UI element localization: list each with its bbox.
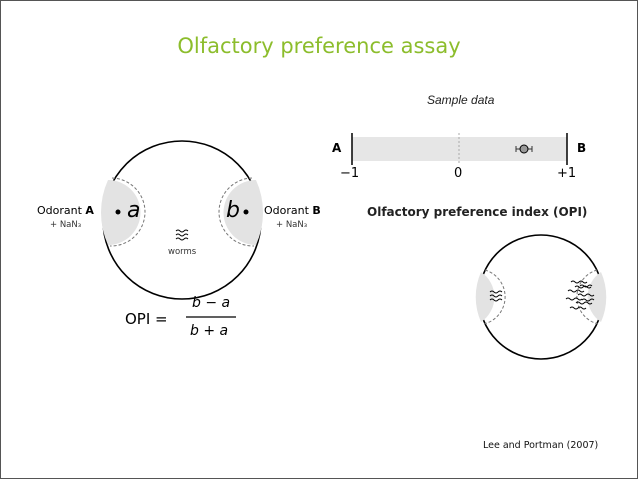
odorant-b-label: Odorant B bbox=[264, 204, 321, 217]
formula-denominator: b + a bbox=[190, 323, 229, 339]
opi-data-marks bbox=[515, 144, 533, 154]
opi-bar bbox=[351, 133, 568, 165]
worms-label: worms bbox=[168, 247, 197, 257]
worms-icon bbox=[175, 229, 189, 241]
page-title: Olfactory preference assay bbox=[177, 34, 461, 58]
axis-end-b: B bbox=[577, 141, 587, 155]
worms-few-icon bbox=[489, 290, 503, 302]
sample-data-heading: Sample data bbox=[427, 93, 495, 107]
data-point-0 bbox=[519, 144, 529, 154]
odorant-b-letter: B bbox=[312, 204, 321, 217]
tick-label-min: −1 bbox=[340, 166, 360, 181]
odorant-a-letter: A bbox=[85, 204, 94, 217]
right-zone-b bbox=[587, 272, 607, 322]
odorant-b-additive: + NaN₃ bbox=[276, 220, 308, 230]
zone-b-letter: b bbox=[226, 198, 240, 223]
left-plate bbox=[101, 140, 263, 300]
right-zone-a-edge bbox=[483, 269, 506, 325]
odorant-a-prefix: Odorant bbox=[37, 204, 86, 217]
right-zone-a bbox=[475, 272, 495, 322]
formula-numerator: b − a bbox=[192, 295, 231, 311]
tick-label-max: +1 bbox=[557, 166, 577, 181]
odorant-a-additive: + NaN₃ bbox=[50, 220, 82, 230]
zone-b bbox=[223, 180, 263, 245]
axis-label: Olfactory preference index (OPI) bbox=[367, 205, 588, 219]
formula-lhs: OPI = bbox=[125, 310, 168, 328]
zone-a-edge bbox=[109, 177, 146, 247]
right-plate bbox=[475, 234, 607, 360]
worms-many-icon bbox=[565, 280, 595, 310]
tick-label-zero: 0 bbox=[454, 166, 463, 181]
zone-b-edge bbox=[218, 177, 255, 247]
spot-b bbox=[243, 209, 249, 215]
right-plate-circle bbox=[478, 234, 604, 360]
right-zone-b-edge bbox=[576, 269, 599, 325]
odorant-a-label: Odorant A bbox=[37, 204, 94, 217]
odorant-b-prefix: Odorant bbox=[264, 204, 313, 217]
zone-a bbox=[101, 180, 141, 245]
spot-a bbox=[115, 209, 121, 215]
axis-end-a: A bbox=[332, 141, 342, 155]
citation: Lee and Portman (2007) bbox=[483, 440, 599, 451]
zone-a-letter: a bbox=[127, 198, 141, 223]
